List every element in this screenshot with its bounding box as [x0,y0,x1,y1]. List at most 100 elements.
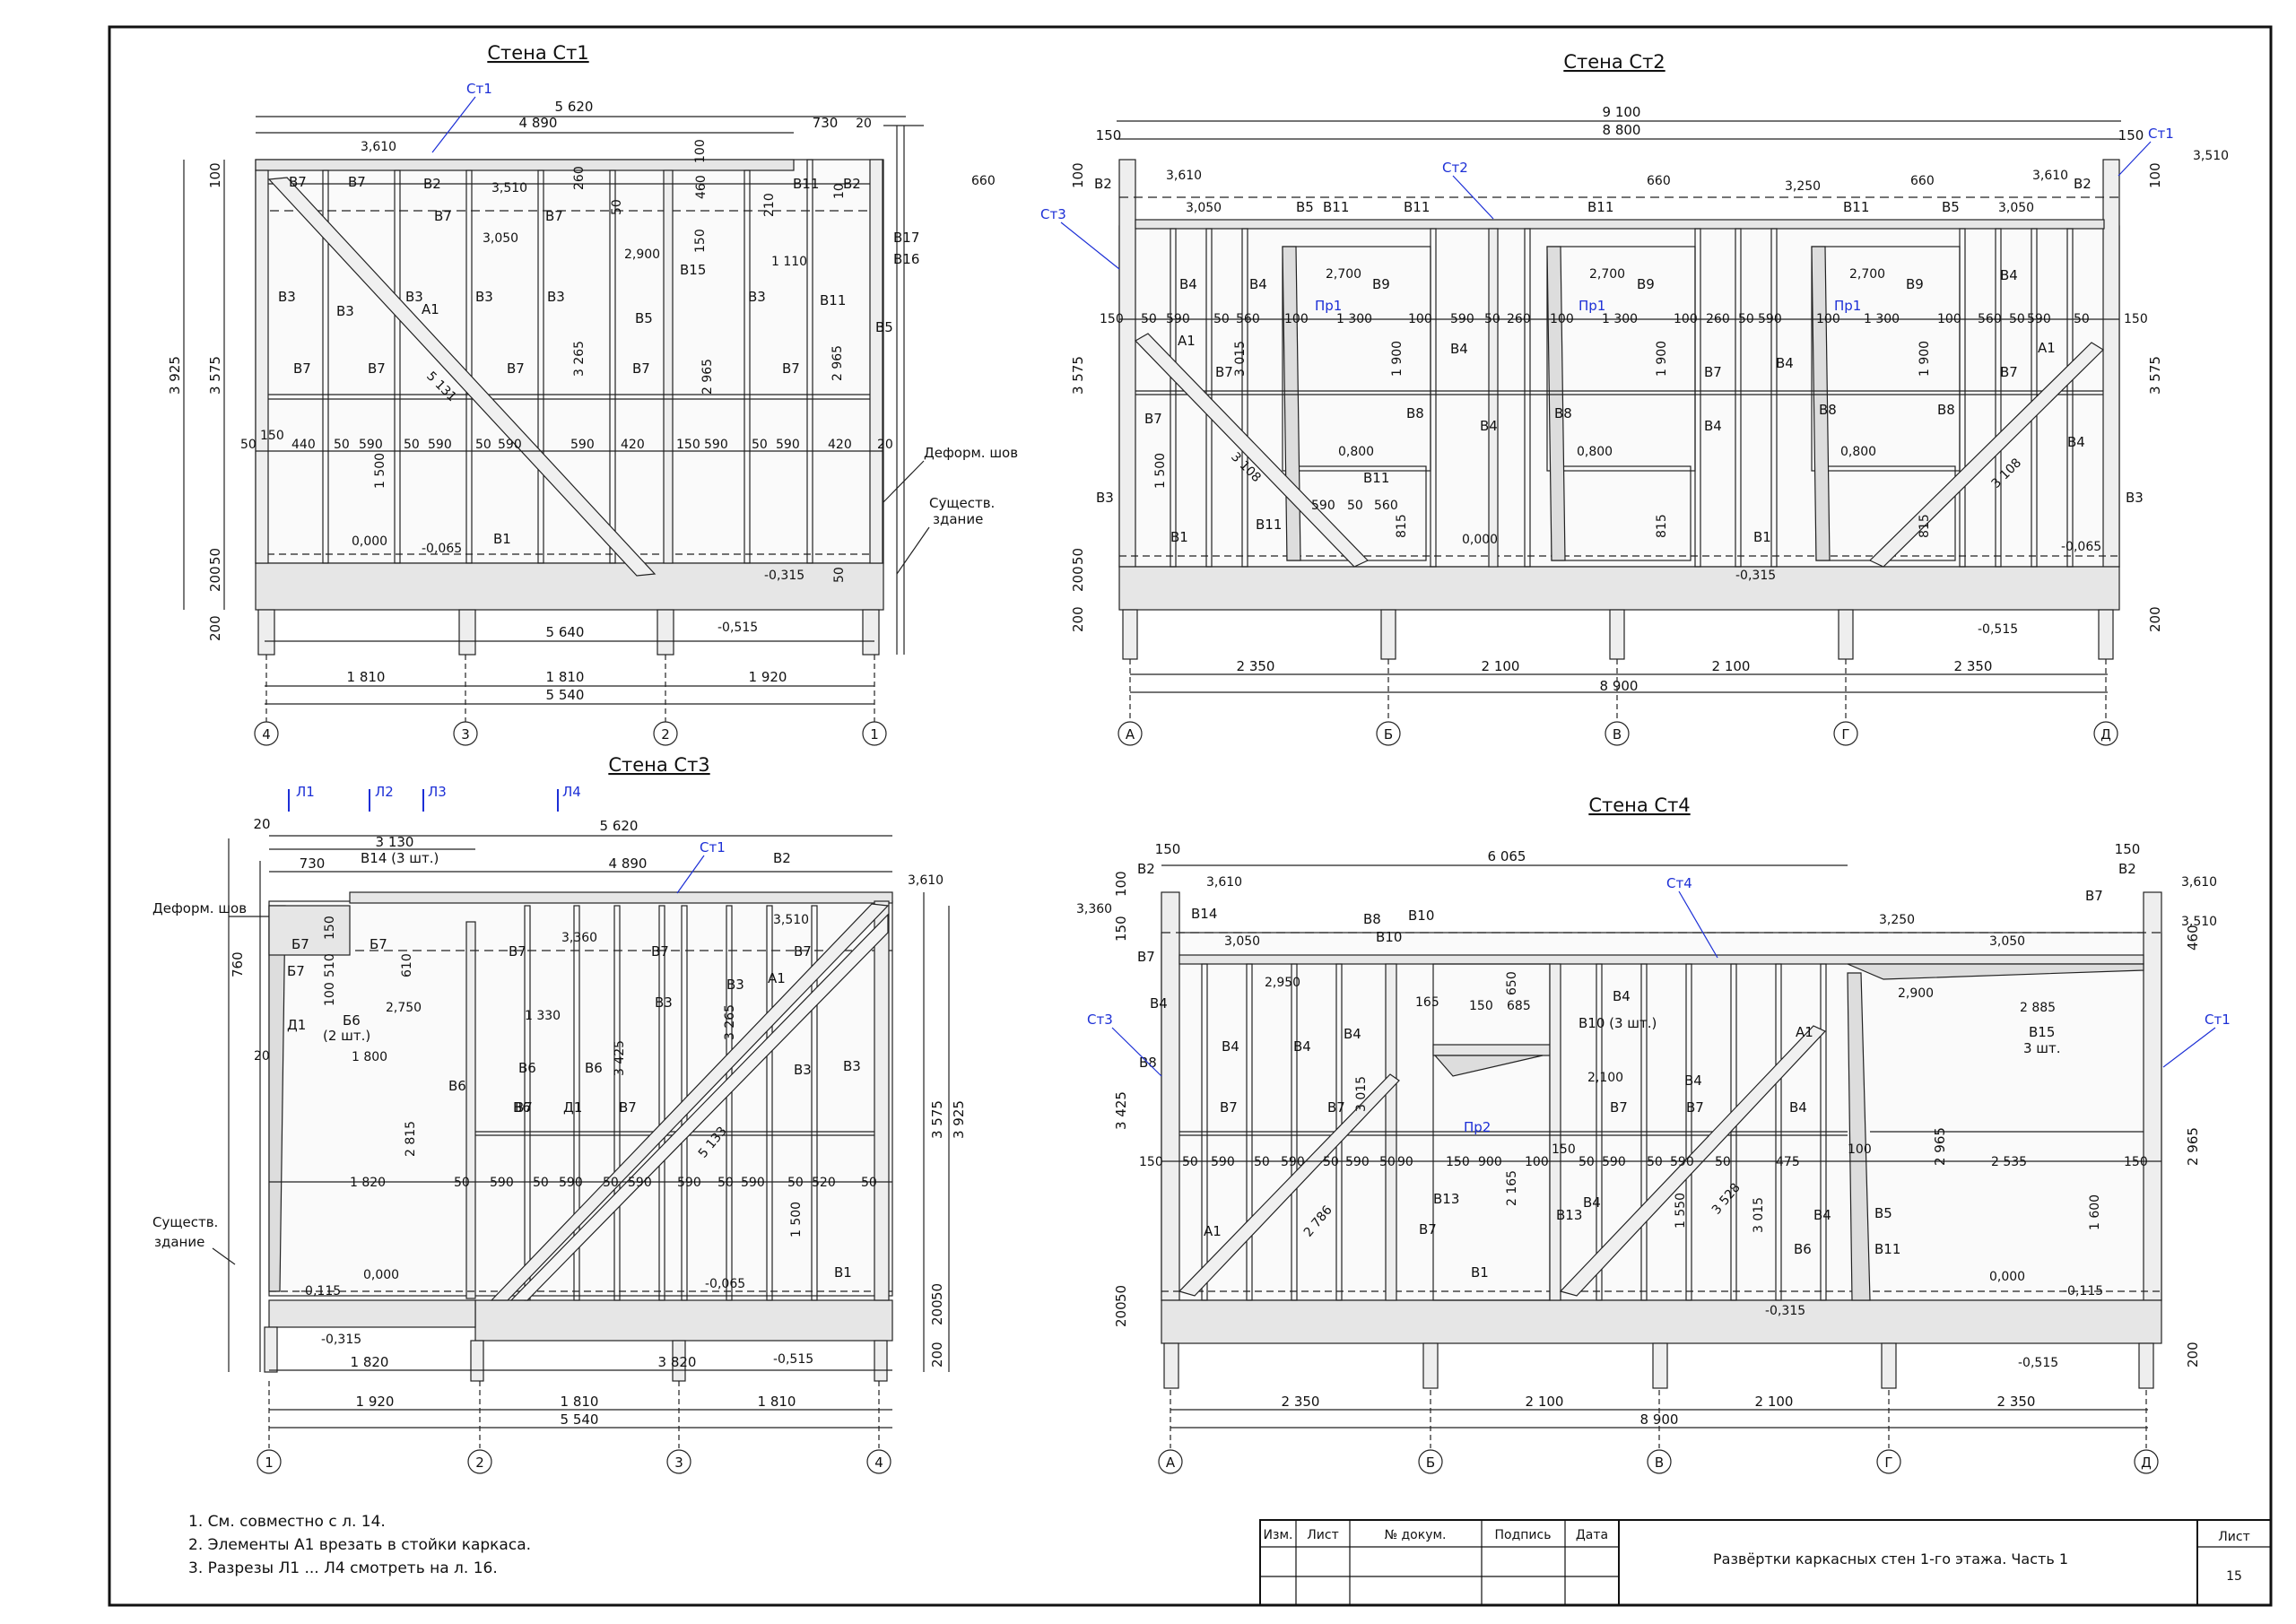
svg-text:590: 590 [1670,1155,1694,1169]
svg-text:50: 50 [1484,312,1500,326]
st1-existing-label2: здание [933,511,983,527]
svg-text:B3: B3 [843,1058,861,1074]
svg-text:-0,065: -0,065 [2061,540,2101,554]
svg-text:3,610: 3,610 [908,873,944,888]
svg-text:3 575: 3 575 [2147,356,2163,395]
svg-text:590: 590 [1758,312,1782,326]
svg-text:3,050: 3,050 [1186,201,1222,215]
svg-text:3 425: 3 425 [1113,1091,1129,1130]
svg-text:2,950: 2,950 [1265,976,1300,990]
st3-studs [524,900,890,1301]
svg-text:1 330: 1 330 [525,1009,561,1023]
st1-overall: 5 540 [546,687,585,703]
svg-text:475: 475 [1776,1155,1800,1169]
svg-text:2 350: 2 350 [1997,1394,2036,1410]
svg-text:730: 730 [300,855,326,872]
svg-text:Ст3: Ст3 [1087,1012,1113,1028]
svg-text:1 820: 1 820 [351,1354,389,1370]
svg-text:590: 590 [628,1176,652,1190]
svg-text:B4: B4 [2067,434,2085,450]
svg-text:2: 2 [475,1455,484,1471]
svg-text:B9: B9 [1372,276,1390,292]
svg-text:B8: B8 [1363,911,1381,927]
svg-text:B4: B4 [1704,418,1722,434]
svg-text:B3: B3 [1096,490,1114,506]
svg-text:-0,515: -0,515 [1978,622,2018,637]
svg-text:B6: B6 [448,1078,466,1094]
svg-text:B8: B8 [1819,402,1837,418]
wall-st1: Стена Ст1 5 620 4 890 730 20 [167,42,1018,746]
svg-text:8 900: 8 900 [1600,678,1639,694]
st1-dim: 260 [572,166,587,190]
svg-text:50: 50 [1070,548,1086,565]
st1-vdim: 3 925 [167,356,183,395]
svg-text:Л1: Л1 [296,784,315,800]
svg-text:50: 50 [1182,1155,1198,1169]
svg-text:1 550: 1 550 [1674,1193,1688,1229]
svg-text:2 965: 2 965 [2185,1127,2201,1166]
svg-text:150: 150 [1113,916,1129,942]
svg-text:B13: B13 [1433,1191,1459,1207]
svg-text:50: 50 [404,438,420,452]
svg-text:590: 590 [359,438,383,452]
svg-text:1 300: 1 300 [1336,312,1372,326]
svg-text:1 920: 1 920 [356,1394,395,1410]
st1-span: 1 920 [749,669,787,685]
svg-text:150: 150 [1552,1142,1576,1157]
svg-text:2,100: 2,100 [1587,1071,1623,1085]
svg-text:Д: Д [2100,726,2111,743]
svg-text:4 890: 4 890 [609,855,648,872]
svg-text:50: 50 [929,1283,945,1300]
svg-text:3,510: 3,510 [773,913,809,927]
svg-text:0,000: 0,000 [1989,1270,2025,1284]
st1-axis: 4 [262,726,271,743]
svg-text:B7: B7 [2000,364,2018,380]
svg-text:100: 100 [1848,1142,1872,1157]
st1-mark: B2 [843,176,861,192]
svg-text:2,700: 2,700 [1589,267,1625,282]
wall-st3: Стена Ст3 Л1 Л2 Л3 Л4 Л1 Л2 Л3 Л4 5 620 … [152,754,967,1474]
st2-dim: 150 [2118,127,2144,143]
svg-text:B4: B4 [1813,1207,1831,1223]
tb-header: Подпись [1495,1528,1552,1542]
svg-text:660: 660 [1647,174,1671,188]
svg-text:150: 150 [2124,312,2148,326]
svg-text:150: 150 [1100,312,1124,326]
svg-text:B6: B6 [518,1060,536,1076]
svg-text:590: 590 [570,438,595,452]
svg-text:3 425: 3 425 [613,1040,627,1076]
svg-text:590: 590 [741,1176,765,1190]
svg-text:660: 660 [1910,174,1935,188]
st1-mark: B7 [632,360,650,377]
svg-text:20: 20 [877,438,893,452]
svg-text:150: 150 [1139,1155,1163,1169]
svg-text:B2: B2 [1137,861,1155,877]
svg-text:1 900: 1 900 [1390,341,1405,377]
svg-text:3,610: 3,610 [2032,169,2068,183]
svg-text:2 965: 2 965 [1932,1127,1948,1166]
svg-text:Л3: Л3 [428,784,447,800]
svg-text:B11: B11 [1323,199,1349,215]
svg-text:2 100: 2 100 [1712,658,1751,674]
svg-text:B8: B8 [1554,405,1572,421]
st1-mark: B3 [748,289,766,305]
st1-mark: B11 [793,176,819,192]
st1-level: -0,315 [764,569,804,583]
svg-text:B4: B4 [1613,988,1631,1004]
svg-text:B11: B11 [1404,199,1430,215]
svg-text:100: 100 [1816,312,1840,326]
svg-text:B7: B7 [1686,1099,1704,1116]
svg-text:В: В [1655,1455,1664,1471]
st1-mark: B1 [493,531,511,547]
svg-text:590: 590 [1450,312,1474,326]
svg-text:0,000: 0,000 [1462,533,1498,547]
svg-text:A1: A1 [768,970,786,986]
st2-dim: 150 [1096,127,1122,143]
svg-text:3,250: 3,250 [1879,913,1915,927]
st1-level: 3,510 [491,181,527,195]
svg-text:B4: B4 [1293,1038,1311,1055]
svg-text:815: 815 [1655,514,1669,538]
svg-text:А: А [1166,1455,1176,1471]
svg-text:Б7: Б7 [291,936,309,952]
st1-axis: 3 [461,726,470,743]
